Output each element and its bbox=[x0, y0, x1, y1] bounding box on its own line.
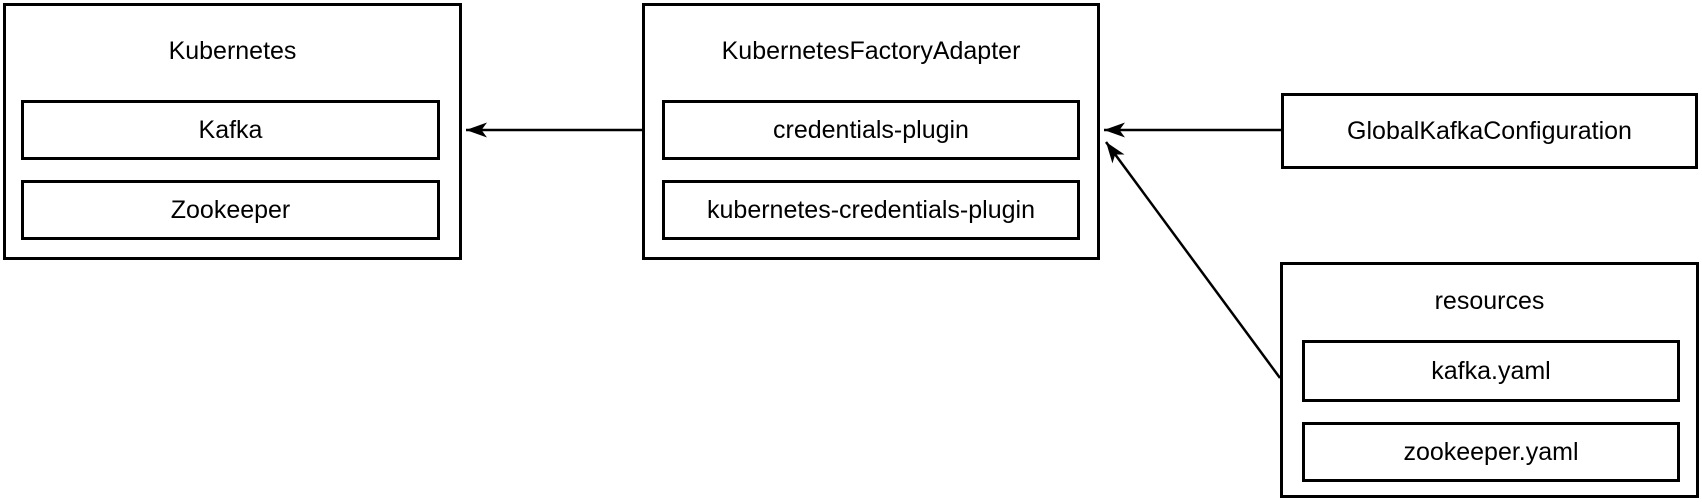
node-globalkafkaconfiguration: GlobalKafkaConfiguration bbox=[1281, 93, 1698, 169]
node-kubernetes: Kubernetes Kafka Zookeeper bbox=[3, 3, 462, 260]
node-zookeeper-label: Zookeeper bbox=[170, 195, 291, 224]
node-globalkafkaconfiguration-label: GlobalKafkaConfiguration bbox=[1347, 116, 1632, 145]
edge-resources-to-factoryadapter bbox=[1104, 141, 1282, 379]
node-zookeeper: Zookeeper bbox=[21, 180, 440, 240]
node-resources: resources kafka.yaml zookeeper.yaml bbox=[1280, 262, 1699, 498]
node-credentials-plugin-label: credentials-plugin bbox=[773, 115, 969, 144]
node-kubernetesfactoryadapter: KubernetesFactoryAdapter credentials-plu… bbox=[642, 3, 1100, 260]
node-resources-title: resources bbox=[1434, 287, 1545, 315]
node-zookeeper-yaml: zookeeper.yaml bbox=[1302, 422, 1680, 482]
node-kubernetes-credentials-plugin-label: kubernetes-credentials-plugin bbox=[707, 195, 1035, 224]
node-kubernetesfactoryadapter-title: KubernetesFactoryAdapter bbox=[721, 37, 1021, 65]
node-kafka: Kafka bbox=[21, 100, 440, 160]
node-kafka-yaml: kafka.yaml bbox=[1302, 340, 1680, 402]
node-credentials-plugin: credentials-plugin bbox=[662, 100, 1080, 160]
node-kafka-label: Kafka bbox=[198, 115, 263, 144]
node-kafka-yaml-label: kafka.yaml bbox=[1431, 356, 1551, 385]
node-zookeeper-yaml-label: zookeeper.yaml bbox=[1403, 437, 1579, 466]
node-kubernetes-credentials-plugin: kubernetes-credentials-plugin bbox=[662, 180, 1080, 240]
node-kubernetes-title: Kubernetes bbox=[168, 37, 297, 65]
